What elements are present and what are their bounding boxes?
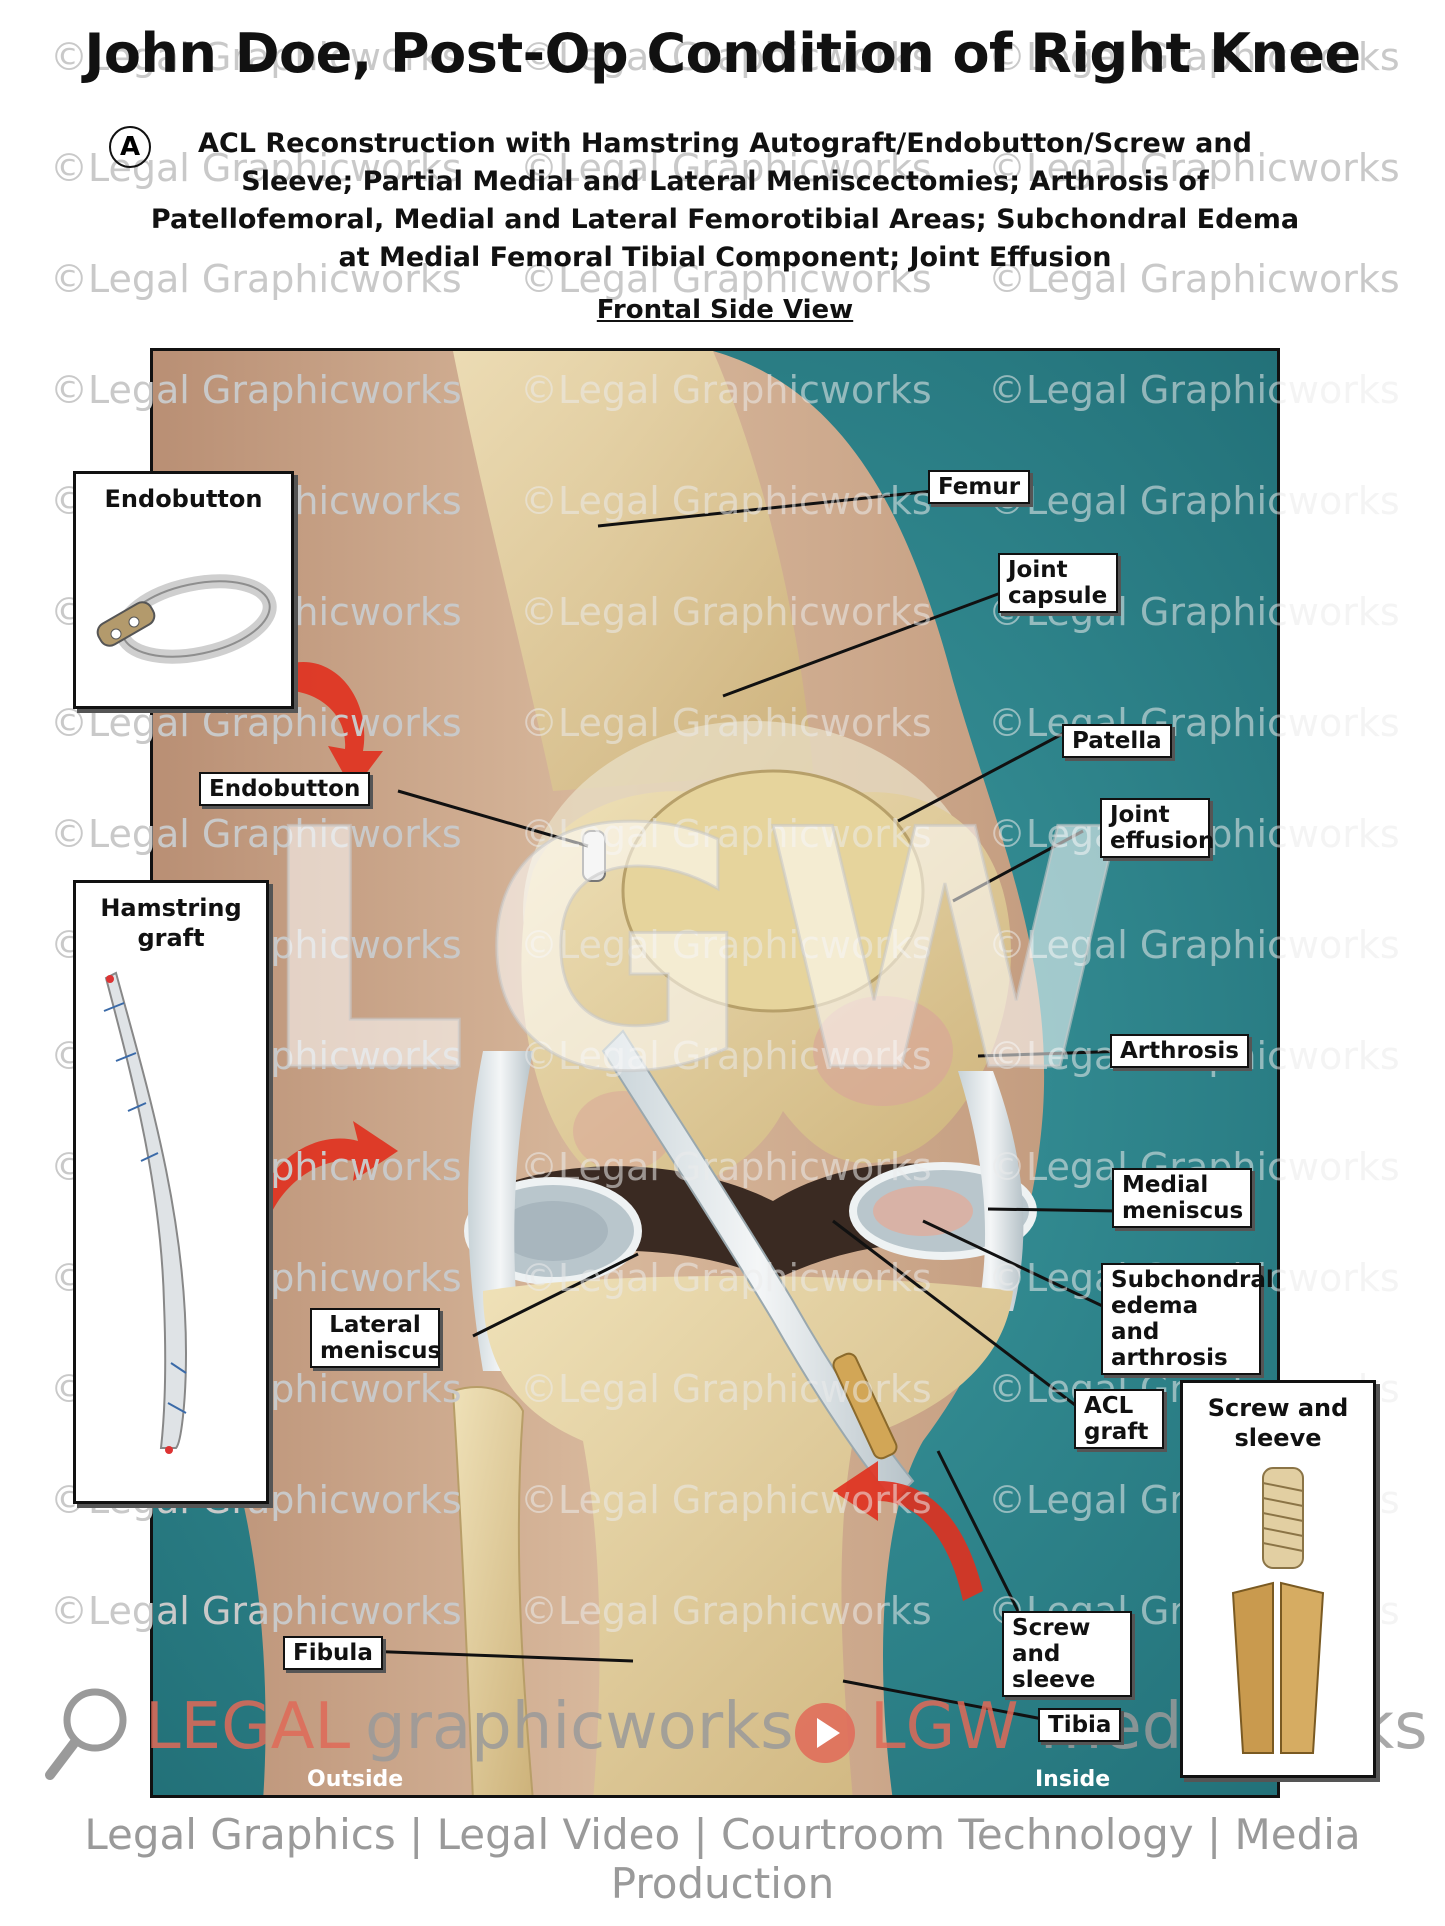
logo-legal: LEGAL bbox=[145, 1690, 351, 1764]
label-fibula: Fibula bbox=[283, 1636, 383, 1670]
magnifier-icon bbox=[45, 1688, 127, 1780]
screw-sleeve-drawing bbox=[1231, 1467, 1325, 1754]
label-patella: Patella bbox=[1062, 724, 1172, 758]
side-label-inside: Inside bbox=[1035, 1767, 1111, 1792]
label-subchondral: Subchondral edema and arthrosis bbox=[1101, 1263, 1274, 1375]
logo-graphicworks: graphicworks bbox=[365, 1690, 794, 1764]
label-screw-sleeve: Screw and sleeve bbox=[1002, 1611, 1132, 1697]
view-label: Frontal Side View bbox=[596, 295, 854, 325]
footer-tagline: Legal Graphics | Legal Video | Courtroom… bbox=[84, 1810, 1361, 1908]
label-endobutton: Endobutton bbox=[199, 772, 371, 806]
label-femur: Femur bbox=[928, 470, 1031, 504]
page-title: John Doe, Post-Op Condition of Right Kne… bbox=[84, 22, 1361, 85]
label-joint-capsule: Joint capsule bbox=[998, 553, 1118, 613]
inset-endobutton: Endobutton bbox=[73, 471, 294, 709]
label-joint-effusion: Joint effusion bbox=[1100, 798, 1214, 858]
label-medial-meniscus: Medial meniscus bbox=[1112, 1168, 1252, 1228]
label-lateral-meniscus: Lateral meniscus bbox=[310, 1308, 441, 1368]
label-tibia: Tibia bbox=[1038, 1708, 1122, 1742]
inset-screw-sleeve: Screw and sleeve bbox=[1180, 1380, 1376, 1778]
inset-hamstring-graft: Hamstring graft bbox=[73, 880, 269, 1504]
subtitle: ACL Reconstruction with Hamstring Autogr… bbox=[150, 128, 1300, 273]
hamstring-graft-drawing bbox=[103, 971, 188, 1454]
inset-endobutton-title: Endobutton bbox=[104, 485, 263, 513]
play-icon bbox=[795, 1703, 855, 1763]
inset-hamstring-title: Hamstring graft bbox=[100, 894, 242, 952]
inset-screw-title: Screw and sleeve bbox=[1207, 1394, 1349, 1452]
label-arthrosis: Arthrosis bbox=[1110, 1034, 1249, 1068]
label-acl-graft: ACL graft bbox=[1074, 1389, 1164, 1449]
side-label-outside: Outside bbox=[307, 1767, 404, 1792]
endobutton-drawing bbox=[96, 574, 277, 664]
logo-lgw: LGW bbox=[870, 1690, 1019, 1764]
subtitle-marker: A bbox=[109, 126, 151, 168]
